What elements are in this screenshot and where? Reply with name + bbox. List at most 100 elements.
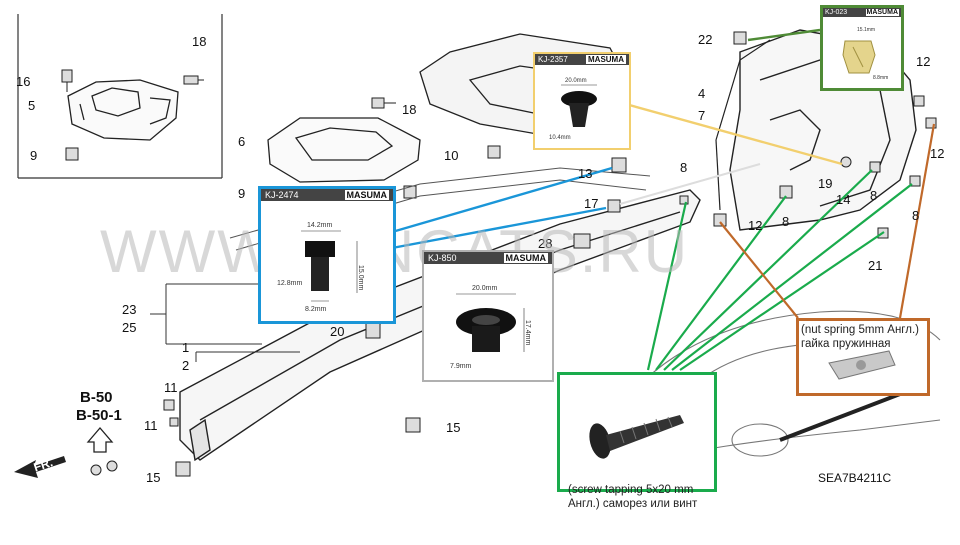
clip-kj2357-icon: 20.0mm 10.4mm xyxy=(549,78,597,141)
clip-part-20 xyxy=(365,321,381,339)
dim-b: 8.8mm xyxy=(873,75,888,81)
label-8a: 8 xyxy=(680,160,687,175)
callout-header: KJ-2474 MASUMA xyxy=(261,189,393,201)
callout-header: KJ-023 MASUMA xyxy=(823,8,901,17)
callout-header: KJ-2357 MASUMA xyxy=(535,54,629,65)
label-16: 16 xyxy=(16,74,30,89)
dim-width: 20.0mm xyxy=(472,285,497,292)
label-9a: 9 xyxy=(30,148,37,163)
label-13: 13 xyxy=(578,166,592,181)
label-28: 28 xyxy=(538,236,552,251)
label-12c: 12 xyxy=(748,218,762,233)
dim-width: 20.0mm xyxy=(565,78,587,84)
label-19: 19 xyxy=(818,176,832,191)
callout-header: KJ-850 MASUMA xyxy=(424,252,552,264)
nut-caption: (nut spring 5mm Англ.) гайка пружинная xyxy=(801,324,919,350)
label-20: 20 xyxy=(330,324,344,339)
label-14: 14 xyxy=(836,192,850,207)
part-code: KJ-850 xyxy=(428,253,457,263)
diagram-code: SEA7B4211C xyxy=(818,471,891,485)
leader-lines-green xyxy=(646,169,913,371)
brand-label: MASUMA xyxy=(503,253,548,263)
label-11b: 11 xyxy=(144,418,158,433)
screw-icon xyxy=(589,415,684,459)
clip-part-15 xyxy=(175,417,421,477)
label-23: 23 xyxy=(122,302,136,317)
dim-b: 10.4mm xyxy=(549,135,571,141)
group-bracket-23-25 xyxy=(150,283,300,362)
label-9b: 9 xyxy=(238,186,245,201)
label-6: 6 xyxy=(238,134,245,149)
front-arrow-icon xyxy=(14,456,66,478)
dim-width: 15.1mm xyxy=(857,27,875,33)
label-8d: 8 xyxy=(782,214,789,229)
leader-lines-orange xyxy=(719,123,936,319)
brand-label: MASUMA xyxy=(586,55,626,64)
callout-kj2357: KJ-2357 MASUMA 20.0mm 10.4mm xyxy=(533,52,631,150)
dim-height: 17.4mm xyxy=(524,320,531,345)
dim-b: 7.9mm xyxy=(450,363,472,370)
screws-fr xyxy=(90,460,118,476)
brand-label: MASUMA xyxy=(344,190,389,200)
clip-part-22 xyxy=(733,31,747,45)
label-18b: 18 xyxy=(402,102,416,117)
label-18a: 18 xyxy=(192,34,206,49)
clip-part-11 xyxy=(163,399,179,427)
callout-screw xyxy=(557,372,717,492)
label-4: 4 xyxy=(698,86,705,101)
dim-b: 8.2mm xyxy=(305,306,327,313)
dim-width: 14.2mm xyxy=(307,222,332,229)
clip-kj023-icon: 15.1mm 8.8mm xyxy=(842,27,888,81)
label-5: 5 xyxy=(28,98,35,113)
nut-spring-icon xyxy=(828,350,896,380)
leader-lines-blue xyxy=(391,166,613,250)
label-8b: 8 xyxy=(870,188,877,203)
label-17: 17 xyxy=(584,196,598,211)
clip-part-13 xyxy=(611,157,627,173)
reference-line1: B-50 xyxy=(80,389,113,406)
label-15a: 15 xyxy=(146,470,160,485)
clip-part-10 xyxy=(487,145,501,159)
clip-kj850-icon: 20.0mm 17.4mm 7.9mm xyxy=(450,285,531,370)
clip-part-9a xyxy=(65,147,79,161)
leader-line-light xyxy=(619,163,761,205)
label-10: 10 xyxy=(444,148,458,163)
leader-line-darkgreen xyxy=(747,28,821,42)
label-12b: 12 xyxy=(930,146,944,161)
callout-kj850: KJ-850 MASUMA 20.0mm 17.4mm 7.9mm xyxy=(422,250,554,382)
callout-nut: (nut spring 5mm Англ.) гайка пружинная xyxy=(796,318,930,396)
clip-part-17 xyxy=(607,199,621,213)
label-25: 25 xyxy=(122,320,136,335)
bolt-part-18a xyxy=(183,75,204,85)
label-11a: 11 xyxy=(164,380,178,395)
up-arrow-icon xyxy=(86,427,114,453)
clip-part-16 xyxy=(61,69,73,92)
label-15b: 15 xyxy=(446,420,460,435)
label-22: 22 xyxy=(698,32,712,47)
clips-right xyxy=(679,95,937,239)
label-12a: 12 xyxy=(916,54,930,69)
label-21: 21 xyxy=(868,258,882,273)
clip-kj2474-icon: 14.2mm 15.0mm 12.8mm 8.2mm xyxy=(277,222,364,313)
clip-part-28 xyxy=(573,233,591,249)
dim-height: 15.0mm xyxy=(357,265,364,290)
part-code: KJ-023 xyxy=(825,9,848,16)
part-code: KJ-2357 xyxy=(538,55,568,64)
label-7: 7 xyxy=(698,108,705,123)
front-label: FR. xyxy=(32,455,55,474)
part-code: KJ-2474 xyxy=(265,190,299,200)
leader-line-yellow xyxy=(603,96,843,166)
label-8c: 8 xyxy=(912,208,919,223)
callout-kj2474: KJ-2474 MASUMA 14.2mm 15.0mm 12.8mm 8.2m… xyxy=(258,186,396,324)
brand-label: MASUMA xyxy=(865,9,899,16)
label-2: 2 xyxy=(182,358,189,373)
screw-caption: (screw tapping 5x20 mm Англ.) саморез ил… xyxy=(568,484,698,510)
label-1: 1 xyxy=(182,340,189,355)
dim-a: 12.8mm xyxy=(277,280,302,287)
bracket-part-5 xyxy=(67,79,179,141)
clip-part-9b xyxy=(403,185,417,199)
clip-part-18b xyxy=(371,97,396,109)
reference-line2: B-50-1 xyxy=(76,407,122,424)
bracket-part-6 xyxy=(267,117,421,183)
